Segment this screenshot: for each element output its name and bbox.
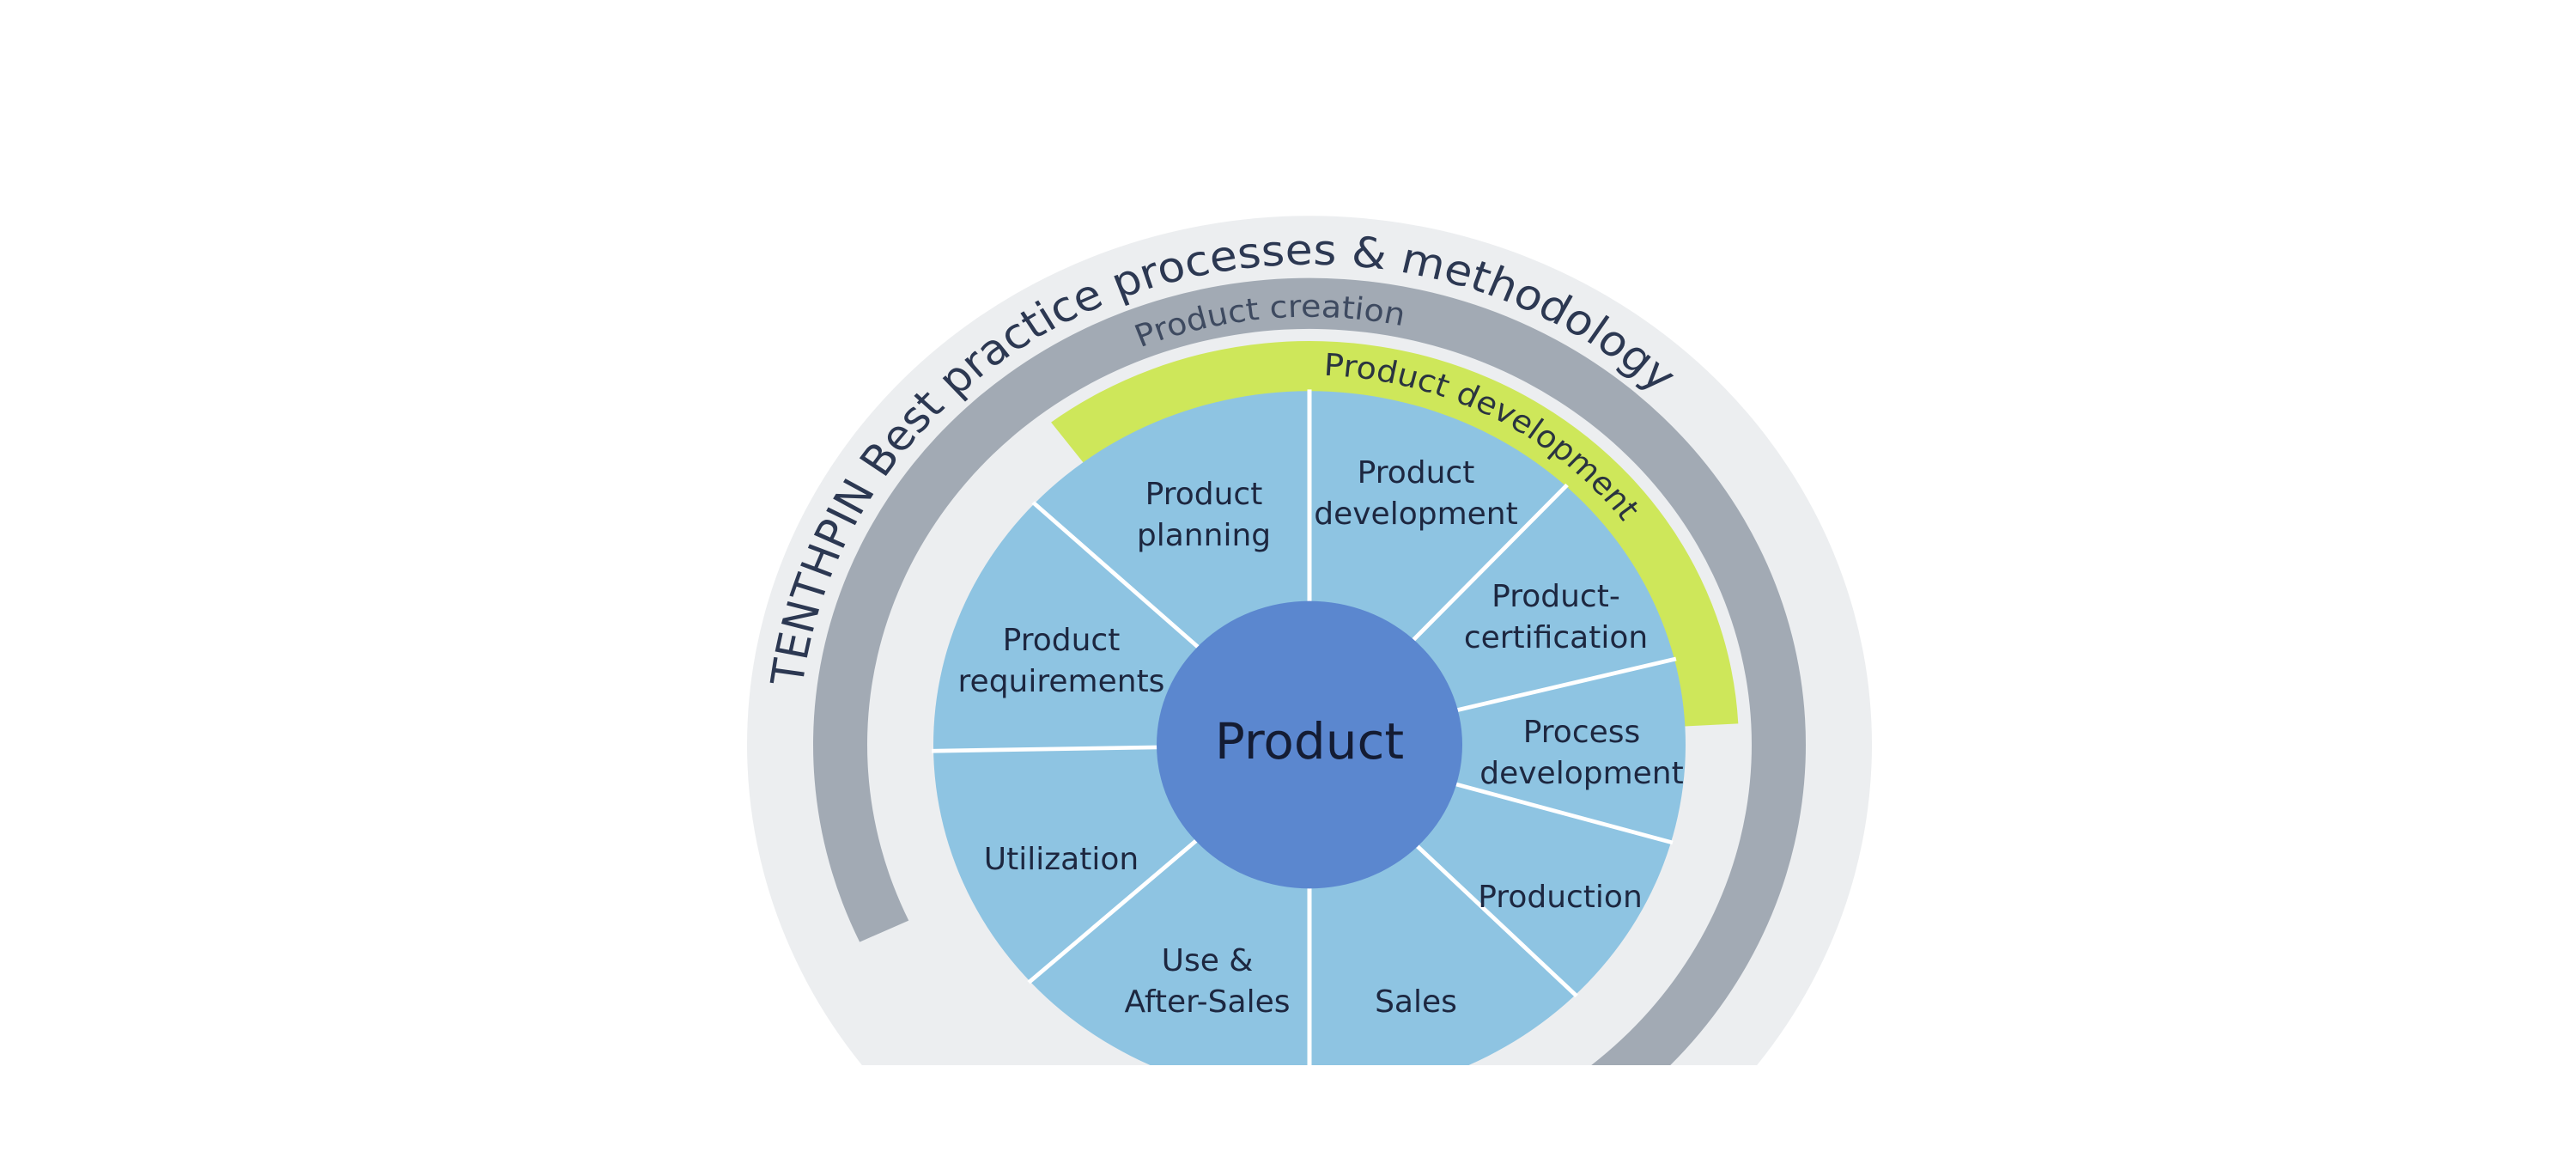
product-center-disc xyxy=(1157,600,1462,889)
center-label: Product xyxy=(1215,712,1404,771)
sector-label-line: Utilization xyxy=(984,842,1139,877)
sector-label-line: Product xyxy=(1358,455,1475,491)
sector-label-line: Use & xyxy=(1162,943,1254,978)
sector-label-utilization: Utilization xyxy=(984,842,1139,877)
sector-label-line: Production xyxy=(1478,880,1643,915)
spoke-line xyxy=(1407,483,1569,646)
sector-label-product-development: Product development xyxy=(1314,455,1517,532)
sector-label-product-requirements: Product requirements xyxy=(958,623,1165,699)
sector-label-line: development xyxy=(1314,497,1517,532)
wheel-spokes xyxy=(932,389,1677,1066)
sector-label-product-certification: Product-certification xyxy=(1464,579,1648,655)
sector-label-product-planning: Product planning xyxy=(1137,477,1271,553)
product-development-band xyxy=(1051,341,1739,727)
sector-label-line: Product xyxy=(1003,623,1121,658)
spoke-line xyxy=(1450,656,1677,714)
sector-label-process-development: Process development xyxy=(1479,715,1683,791)
sector-label-line: Product xyxy=(1145,477,1263,512)
sector-label-line: development xyxy=(1479,756,1683,791)
product-creation-band xyxy=(813,277,1806,1066)
sector-label-use-after-sales: Use & After-Sales xyxy=(1125,943,1291,1020)
spoke-line xyxy=(1411,840,1578,998)
spoke-line xyxy=(1027,835,1203,984)
sector-label-production: Production xyxy=(1478,880,1643,915)
spoke-line xyxy=(1449,780,1674,845)
sector-label-line: Sales xyxy=(1375,984,1457,1020)
sector-label-sales: Sales xyxy=(1375,984,1457,1020)
sector-label-line: requirements xyxy=(958,664,1165,699)
sector-label-line: certification xyxy=(1464,620,1648,655)
sector-label-line: Process xyxy=(1523,715,1641,750)
sector-label-line: After-Sales xyxy=(1125,984,1291,1020)
sector-label-line: Product- xyxy=(1492,579,1620,614)
sector-label-line: planning xyxy=(1137,518,1271,553)
spoke-line xyxy=(1031,501,1205,653)
spoke-line xyxy=(932,745,1164,753)
